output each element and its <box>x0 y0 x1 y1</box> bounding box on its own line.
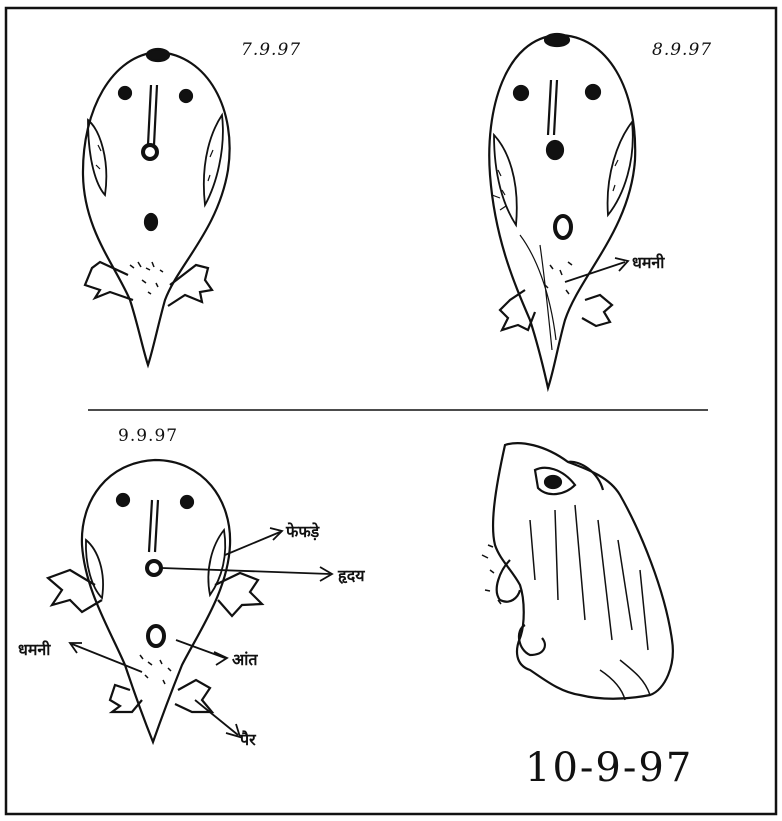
label-intestine: आंत <box>232 648 257 670</box>
label-artery-bottom-left: धमनी <box>18 638 50 660</box>
label-leg: पैर <box>240 728 256 750</box>
tadpole-9-9-97 <box>48 460 332 742</box>
tadpole-7-9-97 <box>83 49 230 365</box>
date-label-bottom-left: 9.9.97 <box>118 426 178 446</box>
label-artery-top-right: धमनी <box>632 251 664 273</box>
label-lungs: फेफड़े <box>286 520 319 542</box>
date-label-top-left: 7.9.97 <box>241 40 301 60</box>
sheet-border <box>6 8 776 814</box>
date-label-bottom-right: 10-9-97 <box>525 745 693 791</box>
tadpole-8-9-97 <box>489 34 635 388</box>
frog-sketch <box>482 443 673 700</box>
date-label-top-right: 8.9.97 <box>652 40 712 60</box>
label-heart: हृदय <box>338 564 365 586</box>
